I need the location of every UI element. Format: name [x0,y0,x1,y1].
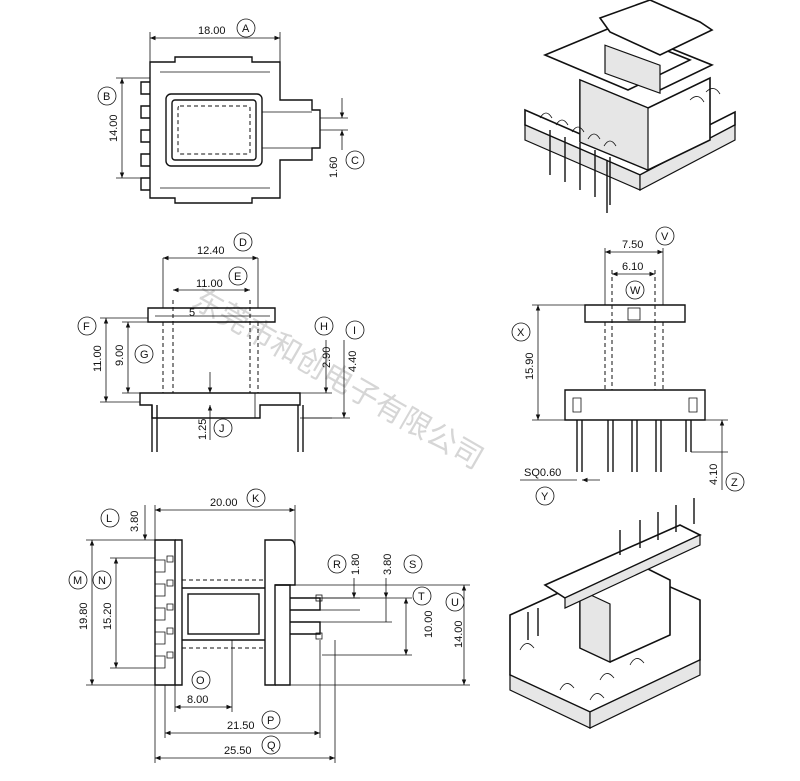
front-view: 5 12.40 D 11.00 E 11.00 F 9.00 G 2.90 H [77,232,365,452]
dim-u-value: 14.00 [453,620,465,648]
dim-a-value: 18.00 [198,25,226,37]
dim-g-label: G [140,349,149,361]
dim-v-label: V [661,231,669,243]
dim-w-label: W [630,285,641,297]
isometric-view-bottom [509,498,702,729]
dim-w-value: 6.10 [622,261,643,273]
side-view: 7.50 V 6.10 W 15.90 X SQ0.60 Y 4.10 Z [511,226,745,506]
dim-g-value: 9.00 [114,345,126,366]
dim-h-label: H [320,321,328,333]
dim-f-value: 11.00 [92,345,104,372]
dim-a-label: A [242,23,250,35]
dim-s-value: 3.80 [382,554,394,575]
bottom-view: 20.00 K 3.80 L 19.80 M 15.20 N 8.00 O 21 [68,488,470,763]
dim-k-value: 20.00 [210,497,238,509]
dim-o-label: O [196,675,205,687]
dim-s-label: S [409,559,416,571]
dim-l-label: L [106,513,112,525]
dim-q-label: Q [267,740,276,752]
dim-t-value: 10.00 [423,610,435,638]
dim-l-value: 3.80 [129,511,141,532]
dim-u-label: U [451,597,459,609]
dim-z-label: Z [731,477,738,489]
dim-d-label: D [239,237,247,249]
dim-n-label: N [98,575,106,587]
watermark: 东莞市和创电子有限公司 [186,282,489,477]
dim-e-label: E [234,271,241,283]
dim-z-value: 4.10 [708,464,720,485]
dim-q-value: 25.50 [224,745,252,757]
dim-x-label: X [517,327,525,339]
dim-m-label: M [73,575,82,587]
dim-n-value: 15.20 [102,602,114,630]
dim-b-value: 14.00 [108,114,120,142]
front-mark: 5 [189,307,195,319]
dim-j-value: 1.25 [197,419,209,440]
dim-k-label: K [252,493,260,505]
isometric-view-top [524,0,736,213]
dim-d-value: 12.40 [197,245,225,257]
dim-x-value: 15.90 [524,352,536,380]
dim-e-value: 11.00 [196,278,223,290]
dim-f-label: F [83,321,90,333]
dim-c-label: C [351,155,359,167]
dim-p-label: P [267,715,274,727]
svg-text:东莞市和创电子有限公司: 东莞市和创电子有限公司 [186,282,489,477]
dim-v-value: 7.50 [622,239,643,251]
dim-r-value: 1.80 [350,554,362,575]
dim-i-value: 4.40 [347,351,359,372]
dim-t-label: T [418,591,425,603]
top-view: 18.00 A 14.00 B 1.60 C [97,18,365,204]
dim-y-label: Y [541,491,549,503]
dim-y-value: SQ0.60 [524,467,561,479]
dim-j-label: J [219,423,225,435]
dim-c-value: 1.60 [328,157,340,178]
dim-r-label: R [333,559,341,571]
dim-m-value: 19.80 [78,602,90,630]
dim-p-value: 21.50 [227,720,255,732]
dim-o-value: 8.00 [187,694,208,706]
dim-h-value: 2.90 [321,347,333,368]
dim-i-label: I [353,325,356,337]
dim-b-label: B [103,91,110,103]
